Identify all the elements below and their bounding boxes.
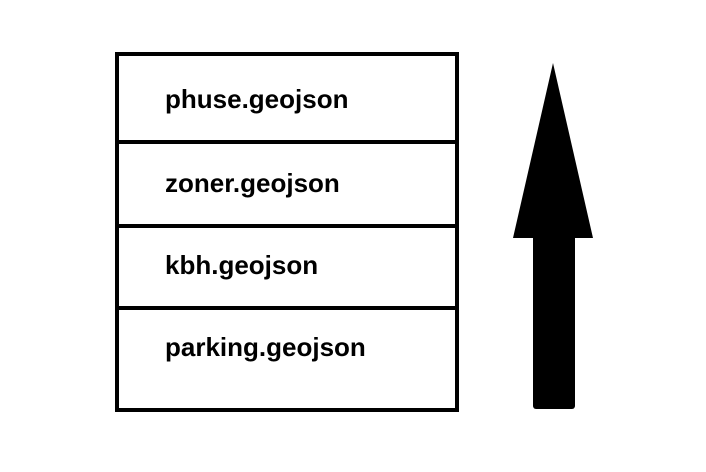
layer-zoner: zoner.geojson [165,168,340,198]
up-arrow-icon [513,63,593,409]
layer-parking: parking.geojson [165,332,366,362]
arrow-shaft [533,233,575,409]
layer-kbh: kbh.geojson [165,250,319,280]
layer-divider [119,306,455,310]
layer-divider [119,140,455,144]
layer-divider [119,224,455,228]
arrow-head [513,63,593,238]
layer-phuse: phuse.geojson [165,84,349,114]
layer-stack: phuse.geojson zoner.geojson kbh.geojson … [115,52,459,412]
